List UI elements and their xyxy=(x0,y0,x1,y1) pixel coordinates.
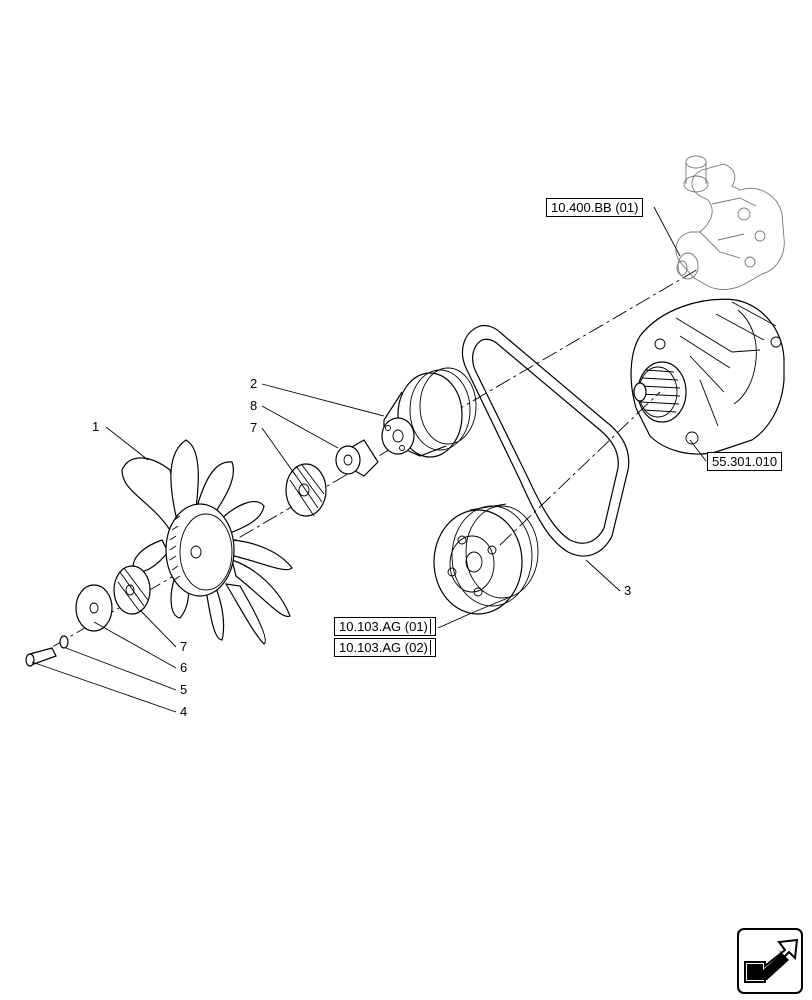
fan-drawing xyxy=(121,439,293,645)
callout-7-upper: 7 xyxy=(250,420,257,435)
ref-alternator-link[interactable]: 55.301.010 xyxy=(707,452,783,471)
ref-pulley-1-label: 10.103.AG (01) xyxy=(339,619,431,634)
ref-alternator-label: 55.301.010 xyxy=(712,454,778,469)
v-belt-drawing xyxy=(461,324,630,557)
ref-pulley-2-label: 10.103.AG (02) xyxy=(339,640,431,655)
callout-8: 8 xyxy=(250,398,257,413)
bolt-drawing xyxy=(25,635,69,667)
callout-7-lower: 7 xyxy=(180,639,187,654)
callout-5: 5 xyxy=(180,682,187,697)
next-page-button[interactable] xyxy=(737,928,803,994)
water-pump-drawing xyxy=(675,155,785,290)
callout-1: 1 xyxy=(92,419,99,434)
washer-drawing xyxy=(75,584,113,632)
ref-pulley-1-link[interactable]: 10.103.AG (01) xyxy=(334,617,436,636)
callout-6: 6 xyxy=(180,660,187,675)
ref-water-pump-label: 10.400.BB (01) xyxy=(551,200,639,215)
next-page-arrow-icon xyxy=(744,938,799,983)
alternator-drawing xyxy=(630,298,785,455)
callout-2: 2 xyxy=(250,376,257,391)
ref-pulley-2-link[interactable]: 10.103.AG (02) xyxy=(334,638,436,657)
fan-pulley-drawing xyxy=(381,367,477,458)
plate-upper-drawing xyxy=(285,463,327,517)
leader-lines xyxy=(31,206,707,713)
callout-4: 4 xyxy=(180,704,187,719)
callout-3: 3 xyxy=(624,583,631,598)
crankshaft-pulley-drawing xyxy=(433,503,539,615)
callout-numbers: 1 2 8 7 7 6 5 4 3 xyxy=(92,376,631,719)
plate-lower-drawing xyxy=(113,565,151,615)
spacer-drawing xyxy=(335,439,379,477)
ref-water-pump-link[interactable]: 10.400.BB (01) xyxy=(546,198,644,217)
